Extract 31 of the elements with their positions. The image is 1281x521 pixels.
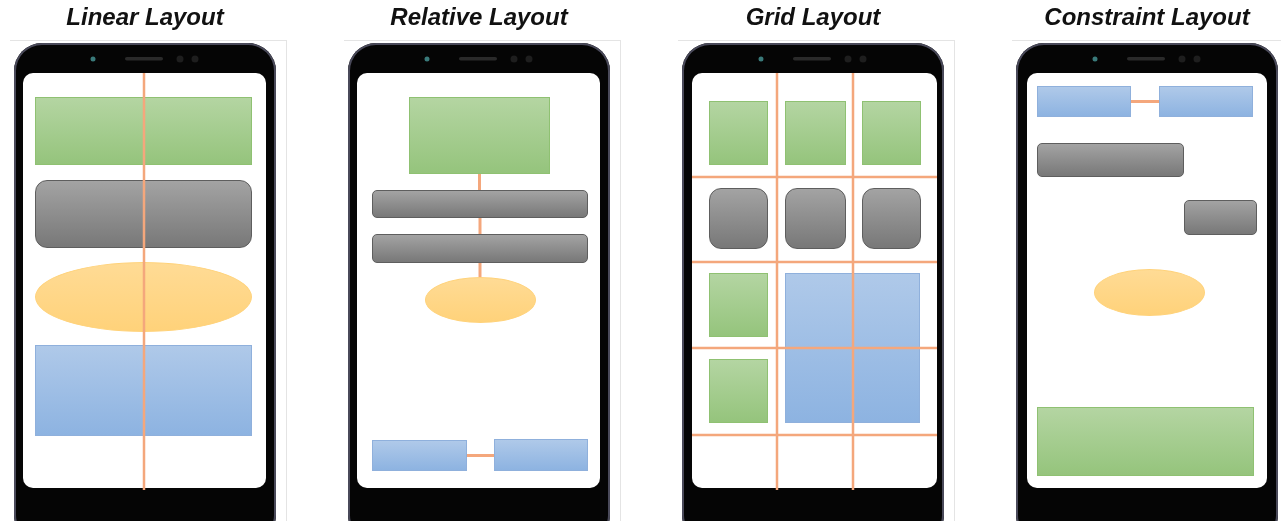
constraint-connector — [478, 174, 481, 190]
view-block — [862, 101, 921, 165]
button-block — [709, 188, 768, 249]
view-block — [409, 97, 550, 174]
view-block — [494, 439, 588, 471]
button-block — [785, 188, 846, 249]
constraint-connector — [478, 263, 482, 277]
constraint-connector — [478, 218, 482, 234]
view-block — [35, 345, 252, 436]
view-block — [1037, 86, 1131, 117]
panel-title: Relative Layout — [389, 3, 570, 31]
button-block — [372, 190, 588, 218]
view-block — [785, 273, 920, 423]
button-block — [35, 180, 252, 248]
constraint-connector — [467, 454, 494, 457]
button-block — [1037, 143, 1184, 177]
panel-title: Grid Layout — [744, 3, 882, 31]
button-block — [862, 188, 921, 249]
view-block — [785, 101, 846, 165]
button-block — [372, 234, 588, 263]
constraint-connector — [1131, 100, 1159, 103]
panel-title: Linear Layout — [65, 3, 226, 31]
view-block — [709, 273, 768, 337]
view-block — [1037, 407, 1254, 476]
view-block — [372, 440, 467, 471]
button-block — [1184, 200, 1257, 235]
view-block — [1159, 86, 1253, 117]
view-block — [35, 97, 252, 165]
panel-title: Constraint Layout — [1043, 3, 1252, 31]
view-block — [709, 101, 768, 165]
view-block — [709, 359, 768, 423]
